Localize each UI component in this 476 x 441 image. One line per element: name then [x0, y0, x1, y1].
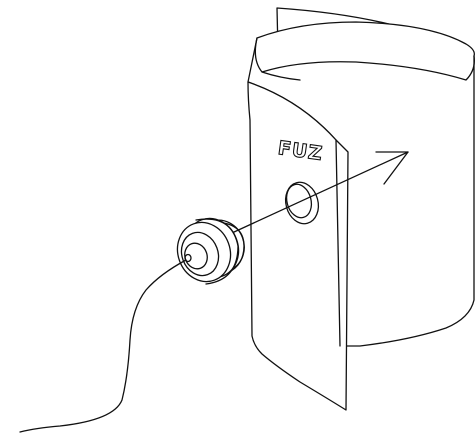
lens-hole-icon: [284, 181, 320, 225]
wire-icon: [19, 259, 187, 433]
front-panel: [247, 81, 349, 411]
arrow-icon: [207, 151, 409, 245]
cylindrical-lens-icon: [176, 217, 245, 285]
